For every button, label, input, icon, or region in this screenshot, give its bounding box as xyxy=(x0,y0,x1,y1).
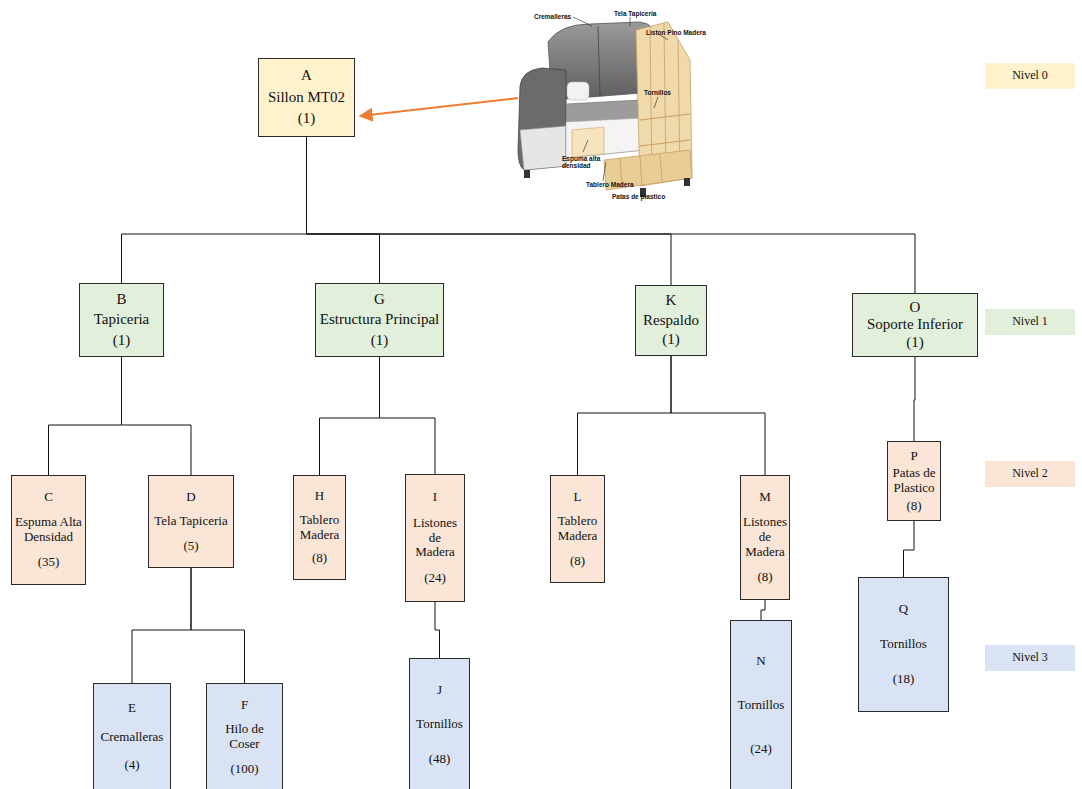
tree-connector xyxy=(191,568,245,683)
box-text: Tornillos xyxy=(416,717,463,732)
part-label: Patas de plastico xyxy=(612,193,665,200)
bom-item-box: E Cremalleras (4) xyxy=(93,683,171,789)
bom-item-box: B Tapiceria (1) xyxy=(79,283,164,357)
part-label: Espuma alta densidad xyxy=(562,155,602,169)
level-tag: Nivel 0 xyxy=(985,63,1075,89)
tree-connector xyxy=(49,357,122,475)
box-text: Listones de Madera xyxy=(743,515,787,560)
box-text: (5) xyxy=(183,539,198,554)
bom-item-box: N Tornillos (24) xyxy=(730,620,792,789)
box-text: (8) xyxy=(570,554,585,569)
bom-item-box: F Hilo de Coser (100) xyxy=(206,683,283,789)
box-text: Q xyxy=(899,602,908,617)
box-text: Estructura Principal xyxy=(320,311,440,328)
box-text: Nivel 0 xyxy=(1012,69,1048,83)
box-text: Patas de Plastico xyxy=(891,466,937,496)
box-text: P xyxy=(910,449,917,464)
box-text: Tornillos xyxy=(880,637,927,652)
tree-connector xyxy=(307,137,916,293)
box-text: Tablero Madera xyxy=(554,514,601,544)
bom-item-box: Q Tornillos (18) xyxy=(858,577,949,712)
box-text: (1) xyxy=(113,332,131,349)
part-label: Cremalleras xyxy=(534,13,571,20)
bom-item-box: J Tornillos (48) xyxy=(409,658,470,789)
box-text: (1) xyxy=(371,332,389,349)
tree-connector xyxy=(320,357,380,475)
box-text: (1) xyxy=(662,331,680,348)
bom-item-box: H Tablero Madera (8) xyxy=(293,475,346,580)
box-text: Tornillos xyxy=(738,698,785,713)
tree-connector xyxy=(671,356,765,475)
box-text: (24) xyxy=(424,571,446,586)
box-text: B xyxy=(116,291,126,308)
box-text: (100) xyxy=(230,762,258,777)
bom-item-box: M Listones de Madera (8) xyxy=(740,475,790,600)
box-text: Respaldo xyxy=(643,312,699,329)
bom-item-box: G Estructura Principal (1) xyxy=(315,283,444,357)
level-tag: Nivel 2 xyxy=(985,461,1075,487)
bom-item-box: K Respaldo (1) xyxy=(635,285,707,356)
bom-item-box: D Tela Tapiceria (5) xyxy=(148,475,234,568)
box-text: J xyxy=(437,683,442,698)
box-text: K xyxy=(666,292,677,309)
box-text: Sillon MT02 xyxy=(268,89,345,106)
tree-connector xyxy=(307,137,380,283)
level-tag: Nivel 3 xyxy=(985,645,1075,671)
box-text: M xyxy=(759,490,771,505)
box-text: Soporte Inferior xyxy=(867,316,963,333)
box-text: D xyxy=(186,490,195,505)
box-text: A xyxy=(301,67,312,84)
part-label: Tela Tapiceria xyxy=(614,10,656,17)
box-text: (1) xyxy=(298,110,316,127)
box-text: (35) xyxy=(38,555,60,570)
part-label: Tablero Madera xyxy=(586,181,634,188)
box-text: Espuma Alta Densidad xyxy=(15,515,82,545)
box-text: (1) xyxy=(906,334,924,351)
box-text: Tablero Madera xyxy=(297,513,342,543)
tree-connector xyxy=(132,568,191,683)
tree-connector xyxy=(578,356,672,475)
box-text: H xyxy=(315,489,324,504)
box-text: Nivel 2 xyxy=(1012,467,1048,481)
box-text: (8) xyxy=(757,570,772,585)
box-text: Listones de Madera xyxy=(409,516,461,561)
tree-connector xyxy=(435,602,440,658)
tree-connector xyxy=(122,357,192,475)
box-text: Cremalleras xyxy=(101,730,164,745)
tree-connector xyxy=(380,357,436,474)
box-text: (8) xyxy=(906,499,921,514)
box-text: Tapiceria xyxy=(94,311,150,328)
box-text: I xyxy=(433,490,437,505)
box-text: (24) xyxy=(750,742,772,757)
box-text: F xyxy=(241,698,248,713)
box-text: N xyxy=(756,654,765,669)
box-text: (48) xyxy=(429,752,451,767)
tree-connector xyxy=(761,600,765,620)
box-text: G xyxy=(374,291,385,308)
tree-connector xyxy=(914,357,915,441)
bom-item-box: A Sillon MT02 (1) xyxy=(258,58,355,137)
box-text: O xyxy=(910,299,921,316)
box-text: (4) xyxy=(124,758,139,773)
tree-connector xyxy=(904,521,915,577)
box-text: C xyxy=(44,490,53,505)
tree-connector xyxy=(122,137,307,283)
bom-item-box: OSoporte Inferior(1) xyxy=(852,293,978,357)
level-tag: Nivel 1 xyxy=(985,309,1075,335)
box-text: (8) xyxy=(312,551,327,566)
box-text: (18) xyxy=(893,672,915,687)
box-text: Nivel 3 xyxy=(1012,651,1048,665)
box-text: Tela Tapiceria xyxy=(154,514,227,529)
bom-item-box: L Tablero Madera (8) xyxy=(550,475,605,583)
bom-item-box: P Patas de Plastico (8) xyxy=(887,441,941,521)
bom-item-box: C Espuma Alta Densidad (35) xyxy=(11,475,86,585)
box-text: E xyxy=(128,701,136,716)
box-text: Hilo de Coser xyxy=(210,722,279,752)
box-text: L xyxy=(574,490,582,505)
box-text: Nivel 1 xyxy=(1012,315,1048,329)
bom-item-box: I Listones de Madera (24) xyxy=(405,474,465,602)
part-label: Liston Pino Madera xyxy=(646,29,706,36)
part-label: Tornillos xyxy=(644,89,671,96)
